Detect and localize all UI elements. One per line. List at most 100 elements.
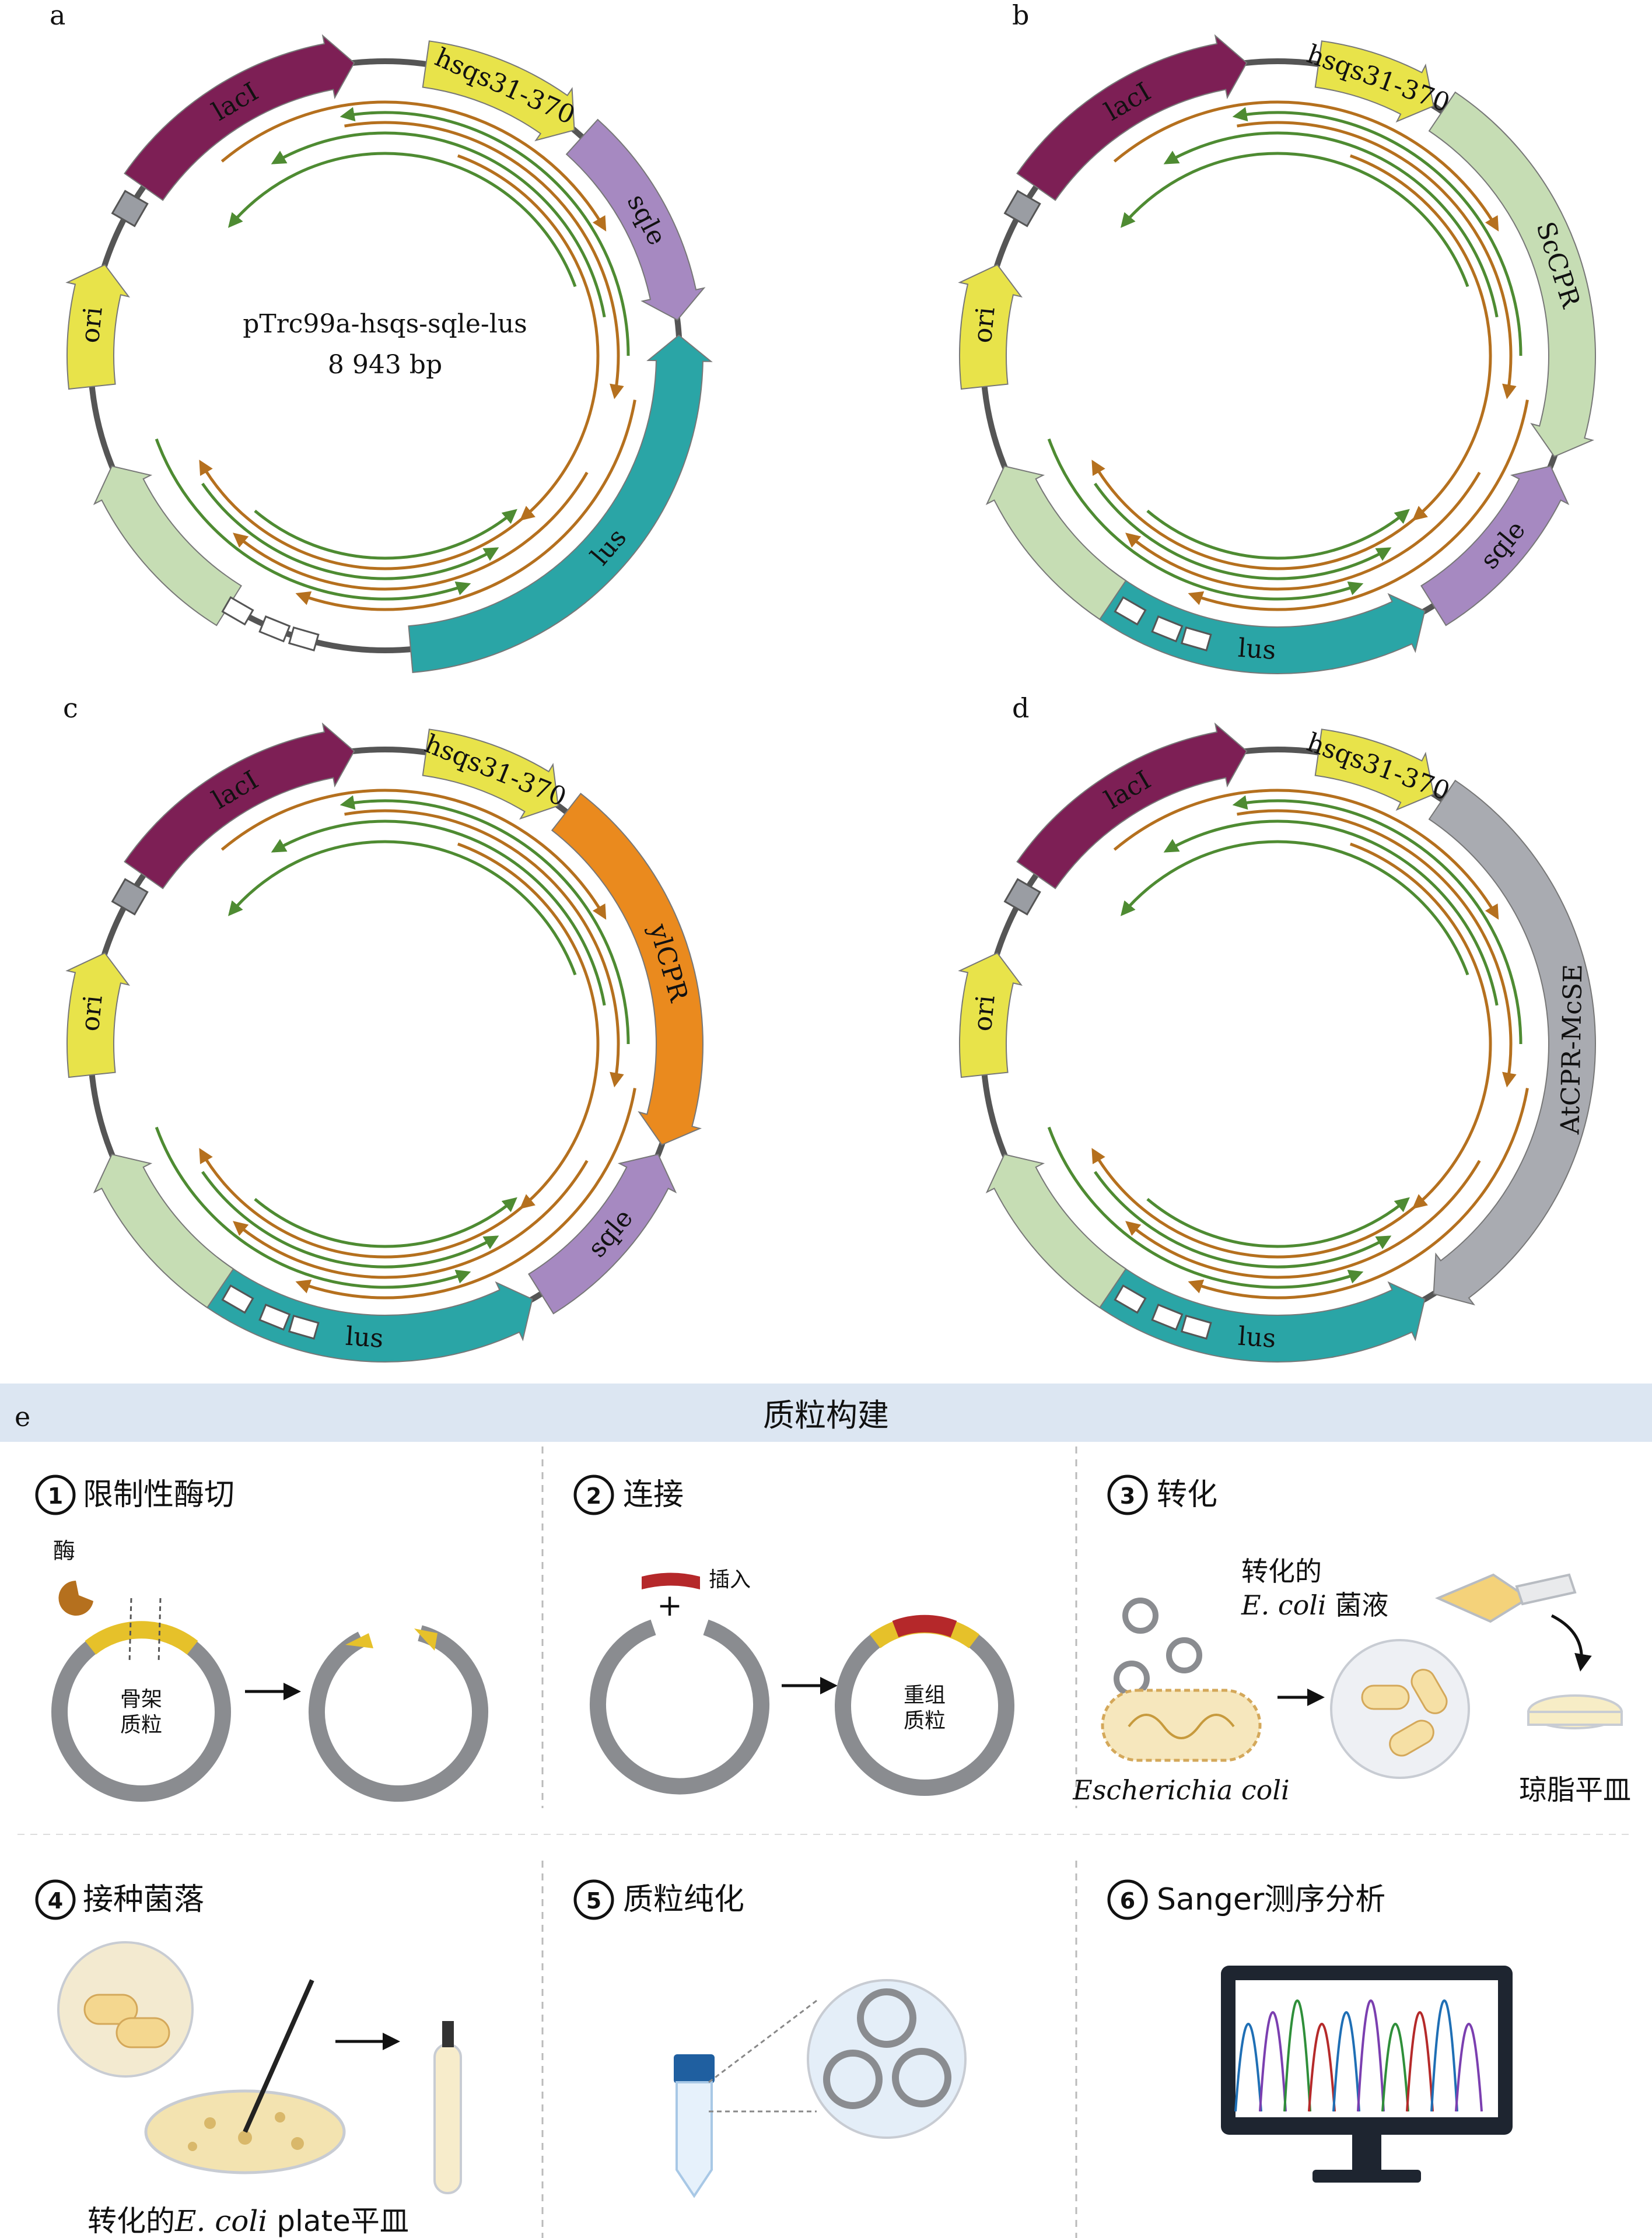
step-4: 4 接种菌落 [35,1879,204,1920]
feature-lus [408,334,713,674]
feature-ori [958,952,1023,1078]
monitor-base [1312,2170,1421,2183]
orf-arrow [201,1171,499,1269]
chromatogram-peak [1381,2023,1409,2112]
ecoli-cell-icon [1101,1689,1262,1762]
step-number: 3 [1120,1483,1135,1509]
flask-neck [1515,1573,1577,1606]
orf-arrow [271,819,606,1006]
step-label: Sanger测序分析 [1157,1882,1385,1917]
zoom-line [708,1999,817,2083]
feature-lus [1081,1257,1426,1363]
orf-arrow [344,809,624,1088]
orf-arrow [1094,1171,1392,1269]
feature-label: ori [968,994,1001,1033]
orf-arrow [1237,121,1517,400]
tube-cap [442,2021,454,2047]
ligation-illustration: 插入 + 重组质粒 [590,1568,1014,1796]
orf-arrow [1146,509,1410,560]
centrifuge-tube-icon [676,2081,713,2198]
step-number: 1 [48,1483,63,1509]
feature-sqle [528,1154,677,1315]
cell [1410,1669,1448,1714]
workflow-title: 质粒构建 [763,1397,889,1434]
orf-arrow [199,1148,523,1259]
feature-gene [985,1154,1127,1309]
agar-plate-label: 琼脂平皿 [1519,1774,1631,1806]
panel-letter: a [50,0,65,31]
orf-arrow [457,154,600,521]
feature-lacI [124,722,355,889]
feature-ScCPR [1428,91,1596,457]
plasmid-icon [1166,1637,1202,1673]
step-number: 2 [586,1483,601,1509]
enzyme-icon [58,1581,93,1616]
orf-arrow [457,842,600,1209]
element-box [288,626,320,652]
orf-arrow [155,438,471,601]
colony [188,2142,197,2151]
feature-label: ori [75,306,108,345]
insert-label: 插入 [709,1568,751,1592]
insert-icon [642,1572,700,1589]
transformed-culture-label: 转化的 [1241,1556,1322,1587]
feature-AtCPR-McSE [1428,779,1596,1306]
orf-arrow [1120,840,1469,976]
orf-arrow [295,1088,636,1300]
step-label: 转化 [1157,1477,1217,1512]
step-number: 6 [1120,1888,1135,1914]
monitor-screen [1236,1980,1498,2117]
orf-arrow [1188,400,1529,611]
element-box [1151,1304,1184,1331]
element-box [1114,1284,1147,1314]
feature-label: lus [345,1322,384,1354]
step-number-badge [573,1879,614,1920]
step-number: 5 [586,1888,601,1914]
insert-site [85,1621,198,1655]
colony [291,2137,304,2150]
feature-gene [93,465,242,626]
step-number-badge [35,1879,76,1920]
chromatogram-peak [1259,2011,1287,2112]
step-number: 4 [48,1888,63,1914]
inoculation-illustration: 转化的E. coli plate平皿 [57,1941,462,2238]
purification-illustration [674,1979,967,2198]
step-label: 质粒纯化 [623,1882,744,1917]
step-5: 5 质粒纯化 [573,1879,744,1920]
orf-arrow [220,100,607,232]
panel-letter: b [1012,0,1029,31]
feature-lacI [1016,34,1248,201]
orf-arrow [1237,809,1517,1088]
orf-arrow [344,121,624,400]
feature-ori [65,952,130,1078]
step-1: 1 限制性酶切 [35,1475,235,1515]
orf-arrow [228,840,577,976]
orf-arrow [1047,438,1364,601]
orf-arrow [340,795,630,1045]
feature-label: lus [1237,1322,1277,1354]
step-number-badge [573,1475,614,1515]
colony [275,2112,285,2123]
plasmid-icon [1122,1598,1158,1634]
feature-lus [188,1257,533,1363]
feature-ylCPR [551,793,704,1146]
orf-arrow [1349,154,1492,521]
cell [116,2017,170,2048]
colony [238,2131,252,2145]
culture-tube-icon [433,2043,462,2194]
orf-arrow [228,152,577,288]
element-box [1003,190,1041,227]
element-box [1180,626,1212,652]
step-label: 连接 [623,1477,684,1512]
feature-lacI [124,34,355,201]
escherichia-label: Escherichia coli [1072,1774,1290,1806]
feature-label: ori [75,994,108,1033]
orf-arrow [1047,1126,1364,1289]
element-box [221,596,254,626]
